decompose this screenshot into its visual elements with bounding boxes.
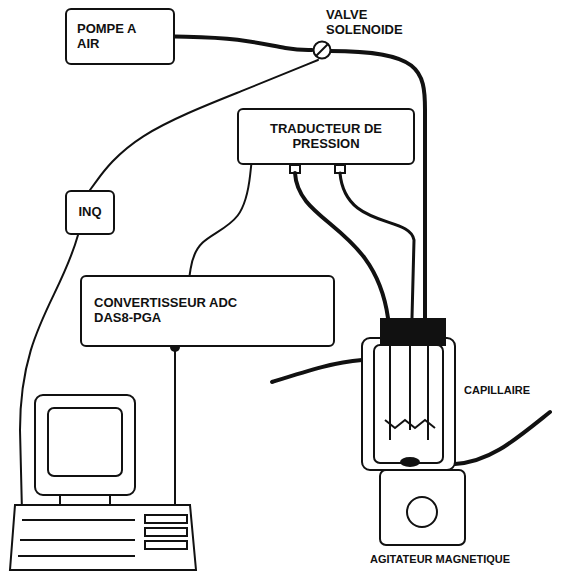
keyboard-line — [22, 519, 135, 521]
tube-connector — [175, 37, 312, 51]
keyboard-line — [20, 539, 135, 541]
transducer-box: TRADUCTEUR DE PRESSION — [237, 108, 415, 165]
box-label: POMPE A AIR — [77, 22, 139, 52]
valve-symbol — [312, 40, 332, 60]
probe-wire — [272, 360, 362, 382]
stir-bar — [400, 457, 420, 467]
inq-box: INQ — [65, 190, 115, 235]
monitor — [35, 395, 135, 495]
electrode — [427, 345, 429, 440]
electrode — [409, 345, 411, 430]
keyboard-line — [18, 555, 135, 557]
pressure-tube — [340, 173, 414, 318]
stirrer-base — [380, 470, 465, 545]
vessel-inner — [374, 345, 443, 463]
pump-box: POMPE A AIR — [65, 8, 175, 65]
box-label: CONVERTISSEUR ADC DAS8-PGA — [94, 296, 269, 326]
solenoid-valve: VALVE SOLENOIDE — [312, 40, 332, 60]
drive-slot — [145, 515, 187, 523]
valve-label: VALVE SOLENOIDE — [326, 8, 408, 38]
drive-slot — [145, 541, 187, 549]
monitor-screen — [48, 408, 122, 476]
tube-connector — [190, 165, 252, 275]
box-label: INQ — [78, 205, 101, 220]
converter-box: CONVERTISSEUR ADC DAS8-PGA — [80, 275, 335, 347]
valve-bar — [316, 44, 328, 56]
capillary-tube — [455, 412, 550, 464]
box-label: TRADUCTEUR DE PRESSION — [266, 122, 386, 152]
part-label: AGITATEUR MAGNETIQUE — [368, 553, 512, 566]
stirrer-knob — [407, 497, 437, 527]
coil — [385, 420, 435, 428]
monitor-stand — [60, 495, 110, 505]
vessel-stopper — [380, 318, 446, 346]
part-label: CAPILLAIRE — [462, 384, 532, 397]
drive-slot — [145, 528, 187, 536]
valve-circle — [314, 42, 331, 59]
cable — [174, 350, 176, 522]
computer-base — [10, 505, 196, 570]
vessel-jacket — [362, 338, 455, 470]
